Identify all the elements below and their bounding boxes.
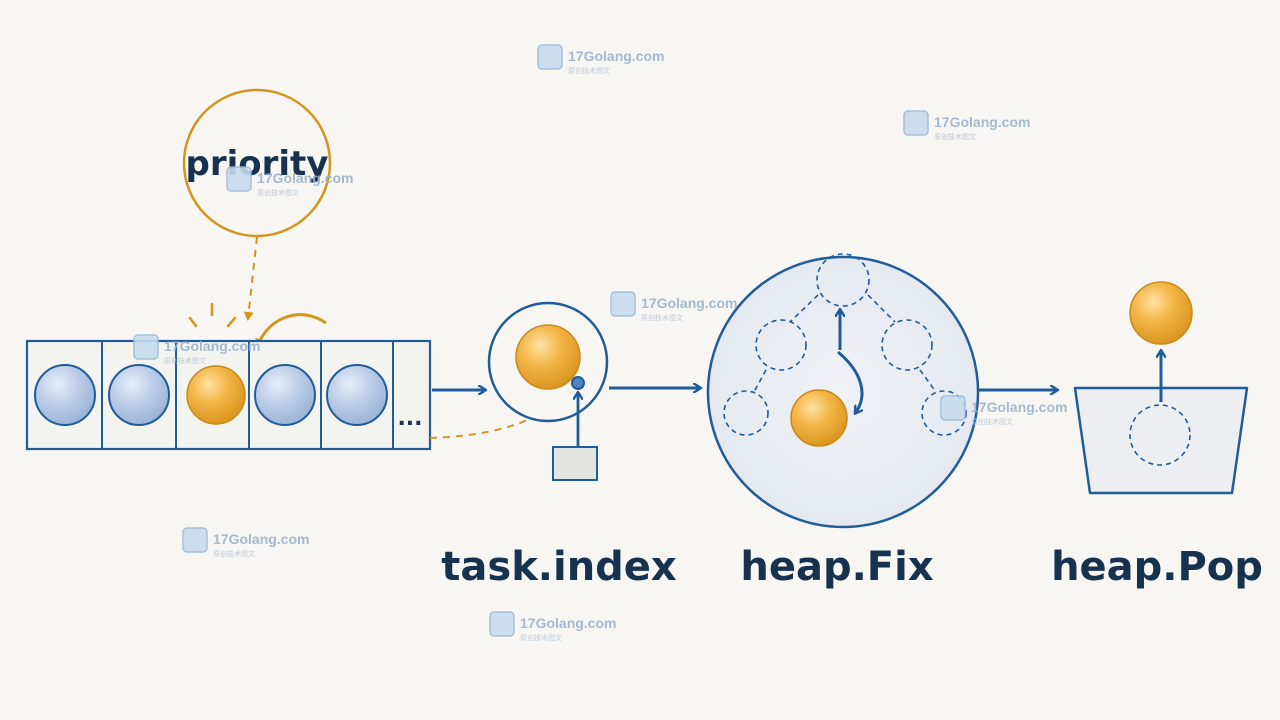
watermark-subtext: 原创技术图文 bbox=[641, 313, 683, 322]
empty-slot bbox=[1129, 404, 1191, 466]
watermark-2: 17Golang.com 原创技术图文 bbox=[903, 110, 1030, 141]
task-index-node bbox=[487, 301, 609, 481]
watermark-text: 17Golang.com bbox=[213, 531, 309, 547]
17golang-logo-icon bbox=[133, 334, 159, 360]
pop-basket bbox=[1073, 386, 1249, 495]
heap-pop-node bbox=[1073, 281, 1249, 495]
watermark-8: 17Golang.com 原创技术图文 bbox=[489, 611, 616, 642]
17golang-logo-icon bbox=[489, 611, 515, 637]
watermark-6: 17Golang.com 原创技术图文 bbox=[940, 395, 1067, 426]
step-label-heap-pop: heap.Pop bbox=[1051, 544, 1263, 590]
array-ellipsis: ... bbox=[397, 406, 422, 431]
task-ball bbox=[515, 324, 581, 390]
watermark-text: 17Golang.com bbox=[971, 399, 1067, 415]
curved-insert-arrow bbox=[255, 313, 327, 348]
watermark-4: 17Golang.com 原创技术图文 bbox=[610, 291, 737, 322]
watermark-subtext: 原创技术图文 bbox=[257, 188, 299, 197]
priority-dashed-pointer bbox=[243, 236, 258, 321]
watermark-text: 17Golang.com bbox=[257, 170, 353, 186]
heap-moving-ball bbox=[790, 389, 848, 447]
step-label-task-index: task.index bbox=[441, 544, 677, 590]
17golang-logo-icon bbox=[182, 527, 208, 553]
heap-node-root bbox=[816, 253, 870, 307]
sift-down-arrow bbox=[837, 350, 862, 412]
watermark-subtext: 原创技术图文 bbox=[213, 549, 255, 558]
index-pin bbox=[571, 376, 585, 390]
watermark-1: 17Golang.com 原创技术图文 bbox=[537, 44, 664, 75]
sparkle-marks bbox=[188, 302, 237, 328]
watermark-3: 17Golang.com 原创技术图文 bbox=[226, 166, 353, 197]
array-element-4 bbox=[254, 364, 316, 426]
17golang-logo-icon bbox=[537, 44, 563, 70]
watermark-text: 17Golang.com bbox=[641, 295, 737, 311]
watermark-text: 17Golang.com bbox=[520, 615, 616, 631]
watermark-subtext: 原创技术图文 bbox=[934, 132, 976, 141]
watermarks: 17Golang.com原创技术图文17Golang.com原创技术图文17Go… bbox=[133, 44, 1067, 642]
17golang-logo-icon bbox=[940, 395, 966, 421]
heap-node-left-leaf bbox=[723, 390, 769, 436]
watermark-text: 17Golang.com bbox=[568, 48, 664, 64]
watermark-text: 17Golang.com bbox=[164, 338, 260, 354]
watermark-7: 17Golang.com 原创技术图文 bbox=[182, 527, 309, 558]
array-element-5 bbox=[326, 364, 388, 426]
array-element-1 bbox=[34, 364, 96, 426]
heap-node-right-leaf bbox=[921, 390, 967, 436]
heap-node-left bbox=[755, 319, 807, 371]
watermark-5: 17Golang.com 原创技术图文 bbox=[133, 334, 260, 365]
popped-ball bbox=[1129, 281, 1193, 345]
task-array: ... bbox=[25, 339, 432, 451]
heap-fix-node bbox=[706, 253, 980, 529]
watermark-subtext: 原创技术图文 bbox=[971, 417, 1013, 426]
17golang-logo-icon bbox=[903, 110, 929, 136]
watermark-text: 17Golang.com bbox=[934, 114, 1030, 130]
index-slot bbox=[552, 446, 598, 481]
priority-label: priority bbox=[186, 144, 329, 184]
priority-bubble: priority bbox=[182, 88, 332, 321]
watermark-subtext: 原创技术图文 bbox=[568, 66, 610, 75]
index-dashed-link bbox=[429, 383, 579, 439]
array-element-highlighted bbox=[186, 365, 246, 425]
step-label-heap-fix: heap.Fix bbox=[740, 544, 933, 590]
17golang-logo-icon bbox=[226, 166, 252, 192]
heap-node-right bbox=[881, 319, 933, 371]
17golang-logo-icon bbox=[610, 291, 636, 317]
watermark-subtext: 原创技术图文 bbox=[164, 356, 206, 365]
array-element-2 bbox=[108, 364, 170, 426]
watermark-subtext: 原创技术图文 bbox=[520, 633, 562, 642]
